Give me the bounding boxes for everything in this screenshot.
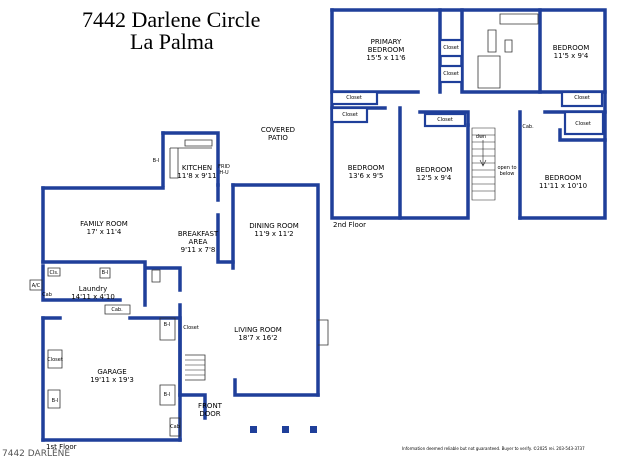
- watermark-text: 7442 DARLENE: [2, 449, 71, 459]
- label-closet-hall: Closet: [346, 95, 362, 101]
- label-built-in-garage-3: B-I: [51, 398, 59, 404]
- label-cab-garage: Cab.: [111, 307, 123, 313]
- label-built-in-laundry: B-I: [101, 270, 109, 276]
- label-built-in-garage-1: B-I: [163, 322, 171, 328]
- label-closet-primary-1: Closet: [443, 45, 459, 51]
- label-closet-bedroom-3: Closet: [342, 112, 358, 118]
- label-built-in-garage-2: B-I: [163, 392, 171, 398]
- label-closet-bedroom-2: Closet: [574, 95, 590, 101]
- label-cab-second: Cab.: [522, 124, 534, 130]
- city-title: La Palma: [130, 29, 214, 54]
- label-closet-primary-2: Closet: [443, 71, 459, 77]
- label-closet-laundry: Cls.: [49, 270, 59, 276]
- label-ac: A/C: [31, 283, 41, 289]
- label-stairs-down: dwn: [475, 134, 487, 140]
- label-closet-bedroom-5: Closet: [575, 121, 591, 127]
- label-closet-bedroom-4: Closet: [437, 117, 453, 123]
- first-floor-walls: [29, 131, 329, 442]
- first-floor-label: 1st Floor: [46, 443, 77, 451]
- label-cab-laundry: Cab: [42, 292, 52, 298]
- disclaimer-text: Information deemed reliable but not guar…: [402, 446, 585, 451]
- label-cab-garage-2: Cab: [170, 424, 180, 430]
- label-closet-living: Closet: [183, 325, 199, 331]
- second-floor-walls: [330, 8, 607, 220]
- label-closet-garage: Closet: [47, 357, 63, 363]
- address-title: 7442 Darlene Circle: [82, 7, 261, 32]
- second-floor-label: 2nd Floor: [333, 221, 366, 229]
- label-built-in-kitchen: B-I: [152, 158, 160, 164]
